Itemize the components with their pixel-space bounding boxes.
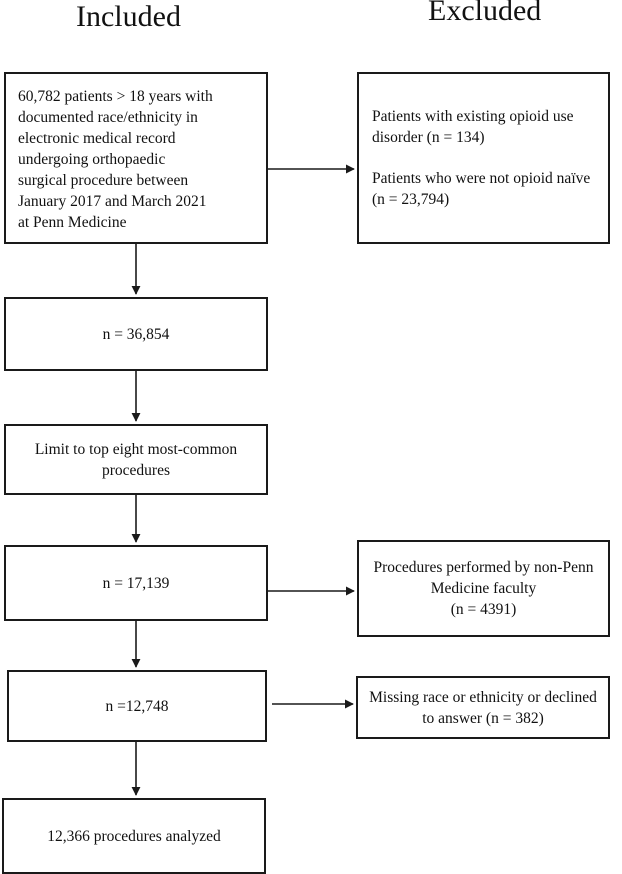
- faculty-exclusion-count: (n = 4391): [450, 601, 517, 618]
- post-opioid-count: n = 36,854: [102, 325, 170, 343]
- included-heading: Included: [76, 0, 181, 33]
- final-analysis-box: 12,366 procedures analyzed: [2, 798, 266, 874]
- excluded-heading: Excluded: [428, 0, 542, 27]
- initial-cohort-line: electronic medical record: [18, 130, 176, 147]
- initial-cohort-line: undergoing orthopaedic: [18, 151, 166, 168]
- initial-cohort-line: at Penn Medicine: [18, 214, 127, 231]
- post-limit-box: n = 17,139: [4, 545, 268, 621]
- limit-procedures-text: Limit to top eight most-common procedure…: [34, 440, 238, 479]
- initial-cohort-box: 60,782 patients > 18 years with document…: [4, 72, 268, 244]
- initial-cohort-line: 60,782 patients > 18 years with: [18, 88, 213, 105]
- final-analysis-text: 12,366 procedures analyzed: [47, 827, 221, 845]
- faculty-exclusion-box: Procedures performed by non-Penn Medicin…: [357, 540, 610, 637]
- opioid-exclusion-box: Patients with existing opioid use disord…: [357, 72, 610, 244]
- post-faculty-count: n =12,748: [105, 697, 169, 715]
- not-opioid-naive-text: Patients who were not opioid naïve (n = …: [372, 170, 591, 208]
- limit-procedures-box: Limit to top eight most-common procedure…: [4, 424, 268, 495]
- post-faculty-exclusion-box: n =12,748: [7, 670, 267, 742]
- post-opioid-exclusion-box: n = 36,854: [4, 297, 268, 371]
- initial-cohort-line: surgical procedure between: [18, 172, 189, 189]
- race-exclusion-box: Missing race or ethnicity or declined to…: [356, 676, 610, 739]
- initial-cohort-line: documented race/ethnicity in: [18, 109, 198, 126]
- initial-cohort-line: January 2017 and March 2021: [18, 193, 207, 210]
- race-exclusion-text: Missing race or ethnicity or declined to…: [369, 688, 597, 727]
- faculty-exclusion-text: Procedures performed by non-Penn Medicin…: [373, 559, 594, 597]
- post-limit-count: n = 17,139: [102, 574, 170, 592]
- opioid-use-disorder-text: Patients with existing opioid use disord…: [372, 108, 574, 146]
